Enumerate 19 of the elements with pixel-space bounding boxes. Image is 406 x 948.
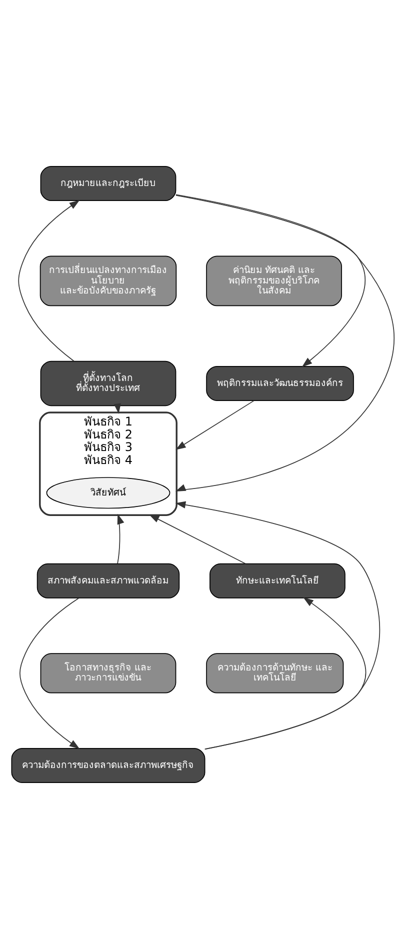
node-ellipse: วิสัยทัศน์: [46, 476, 170, 508]
arrow: [18, 200, 80, 362]
arrow: [148, 514, 246, 564]
arrow: [204, 596, 366, 750]
node-box: ความต้องการด้านทักษะ และ เทคโนโลยี: [206, 652, 344, 693]
node-box: โอกาสทางธุรกิจ และ ภาวะการแข่งขัน: [40, 652, 176, 693]
arrow: [176, 400, 254, 450]
node-box: สภาพสังคมและสภาพแวดล้อม: [36, 562, 180, 598]
node-box: ทักษะและเทคโนโลยี: [210, 562, 346, 598]
arrow: [19, 597, 80, 748]
node-box: พฤติกรรมและวัฒนธรรมองค์กร: [206, 365, 354, 400]
node-box: ค่านิยม ทัศนคติ และ พฤติกรรมของผู้บริโภค ในสังคม: [206, 255, 342, 306]
node-box: ความต้องการของตลาดและสภาพเศรษฐกิจ: [11, 747, 206, 782]
arrow: [117, 513, 124, 564]
arrow: [175, 194, 394, 491]
arrow: [175, 500, 380, 749]
node-box: กฎหมายและกฎระเบียบ: [40, 166, 176, 201]
node-box: การเปลี่ยนแปลงทางการเมือง นโยบาย และข้อบังคับของภาครัฐ: [40, 255, 177, 306]
arrow: [176, 194, 366, 367]
